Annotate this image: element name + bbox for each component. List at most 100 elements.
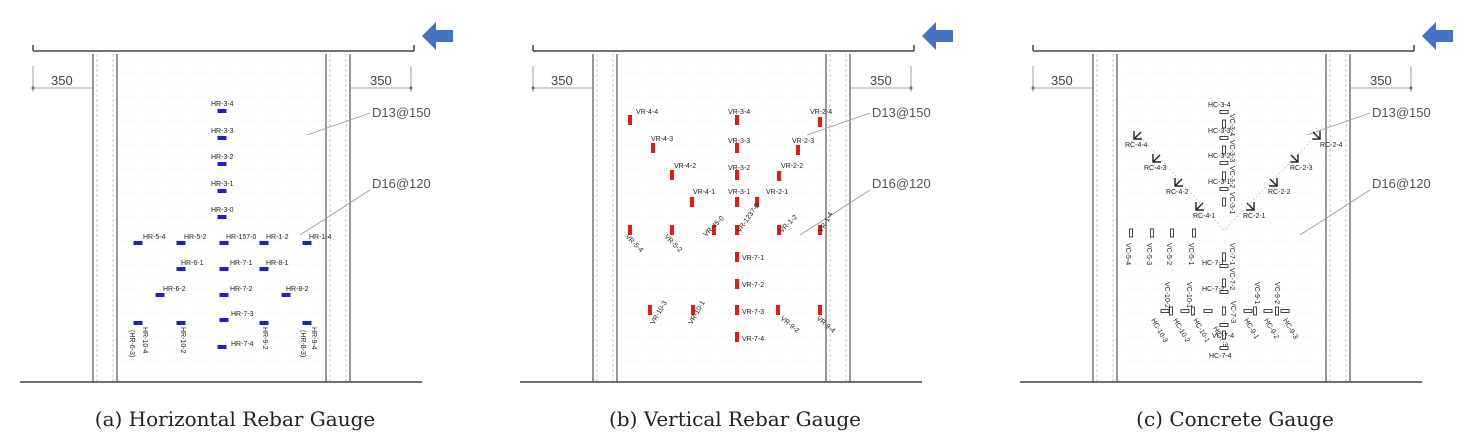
dim-dot — [1409, 86, 1413, 90]
wall-grid — [1117, 54, 1326, 382]
gauge-label: HR-1-4 — [309, 234, 332, 241]
gauge-label: HR-5-2 — [184, 234, 207, 241]
concrete-gauge-mark — [1280, 309, 1290, 313]
gauge-label: VC-5-4 — [1124, 243, 1131, 265]
gauge-label: VC-7-2 — [1228, 268, 1235, 290]
gauge: VC-9-2 — [1273, 282, 1280, 316]
concrete-gauge-mark — [1243, 309, 1253, 313]
horizontal-gauge-mark — [281, 293, 291, 297]
gauge: VC-5-1 — [1187, 228, 1196, 265]
dim-label-left: 350 — [551, 73, 573, 88]
concrete-gauge-mark — [1222, 278, 1226, 288]
callout-vertical-rebar: D16@120 — [372, 176, 431, 191]
concrete-gauge-mark — [1219, 323, 1229, 327]
gauge-label: VC-3-2 — [1228, 166, 1235, 188]
gauge: HR-7-1 — [219, 260, 253, 271]
vertical-gauge-mark — [735, 143, 739, 153]
vertical-gauge-mark — [735, 170, 739, 180]
gauge: HR-6-1 — [176, 260, 204, 271]
horizontal-gauge-mark — [155, 293, 165, 297]
gauge-label: VR-2-4 — [810, 109, 832, 116]
rosette-gauge-mark — [1174, 178, 1183, 187]
panel-caption: (b) Vertical Rebar Gauge — [609, 407, 861, 431]
horizontal-gauge-mark — [217, 189, 227, 193]
horizontal-gauge-mark — [217, 109, 227, 113]
horizontal-gauge-mark — [219, 293, 229, 297]
gauge-label: HR-10-4 — [141, 327, 148, 354]
gauge: RC-4-3 — [1144, 154, 1167, 172]
gauge-label: HR-3-0 — [211, 207, 234, 214]
gauge: VR-7-1 — [735, 252, 764, 262]
gauge: VC-7-3 — [1222, 301, 1236, 323]
load-direction-arrow-icon — [922, 22, 953, 50]
gauge: HC-3-1 — [1208, 179, 1231, 191]
concrete-gauge-mark — [1253, 306, 1257, 316]
concrete-gauge-mark — [1222, 197, 1226, 207]
gauge-label: VR-7-4 — [742, 336, 764, 343]
gauge: VR-3-3 — [728, 138, 750, 153]
concrete-gauge-mark — [1170, 228, 1174, 238]
gauge-label: HC-7-4 — [1209, 353, 1232, 360]
gauge: VR-2-2 — [777, 163, 803, 181]
concrete-gauge-mark — [1192, 228, 1196, 238]
concrete-gauge-mark — [1222, 252, 1226, 262]
gauge-label: HR-3-4 — [211, 101, 234, 108]
horizontal-gauge-mark — [217, 162, 227, 166]
gauge: RC-4-1 — [1193, 202, 1216, 220]
rosette-gauge-mark — [1290, 154, 1299, 163]
gauge: VC-3-3 — [1222, 140, 1235, 162]
gauge-label: VC-3-4 — [1228, 114, 1235, 136]
vertical-gauge-mark — [777, 225, 781, 235]
vertical-gauge-mark — [735, 115, 739, 125]
gauge-label: VR-7-3 — [742, 309, 764, 316]
gauge-label: HR-9-2 — [261, 327, 268, 350]
gauge-label: HR-7-4 — [231, 341, 254, 348]
rosette-gauge-mark — [1195, 202, 1204, 211]
concrete-gauge-mark — [1203, 309, 1213, 313]
horizontal-gauge-mark — [219, 267, 229, 271]
gauge-label: HR-3-1 — [211, 181, 234, 188]
dim-label-left: 350 — [1051, 73, 1073, 88]
panel-caption: (c) Concrete Gauge — [1136, 407, 1334, 431]
gauge-label: HR-7-1 — [230, 260, 253, 267]
vertical-gauge-mark — [735, 252, 739, 262]
gauge: HR-3-4 — [211, 101, 234, 113]
gauge: HR-3-3 — [211, 128, 234, 140]
horizontal-gauge-mark — [259, 267, 269, 271]
concrete-gauge-mark — [1222, 119, 1226, 129]
gauge-label: VC-3-1 — [1228, 192, 1235, 214]
horizontal-gauge-mark — [302, 321, 312, 325]
dim-dot — [409, 86, 413, 90]
concrete-gauge-mark — [1263, 309, 1273, 313]
gauge: VR-4-2 — [670, 163, 696, 180]
gauge-label: RC-4-3 — [1144, 165, 1167, 172]
vertical-gauge-mark — [776, 305, 780, 315]
horizontal-gauge-mark — [176, 241, 186, 245]
gauge-label: HC-7-2 — [1202, 286, 1225, 293]
vertical-gauge-mark — [796, 145, 800, 155]
gauge-label: HR-157-0 — [226, 234, 256, 241]
callout-horizontal-rebar: D13@150 — [872, 105, 931, 120]
load-direction-arrow-icon — [1422, 22, 1453, 50]
gauge-label: HC-7-1 — [1202, 260, 1225, 267]
rosette-gauge-mark — [1246, 202, 1255, 211]
callout-leader — [299, 189, 371, 236]
gauge-label: HR-6-2 — [163, 286, 186, 293]
gauge: (HR-6-3) — [128, 330, 135, 357]
dim-label-right: 350 — [1370, 73, 1392, 88]
gauge-label: VC-7-4 — [1212, 333, 1234, 340]
concrete-gauge-mark — [1129, 228, 1133, 238]
gauge-label: HR-7-3 — [231, 311, 254, 318]
gauge-label: HR-8-1 — [266, 260, 289, 267]
gauge-label: VR-2-2 — [781, 163, 803, 170]
rosette-gauge-mark — [1152, 154, 1161, 163]
vertical-gauge-mark — [735, 279, 739, 289]
gauge: VC-5-2 — [1165, 228, 1174, 265]
gauge: HR-6-2 — [155, 286, 186, 297]
concrete-gauge-mark — [1169, 306, 1173, 316]
gauge: (HR-8-3) — [299, 330, 306, 357]
gauge: RC-4-2 — [1166, 178, 1189, 196]
horizontal-gauge-mark — [219, 318, 229, 322]
